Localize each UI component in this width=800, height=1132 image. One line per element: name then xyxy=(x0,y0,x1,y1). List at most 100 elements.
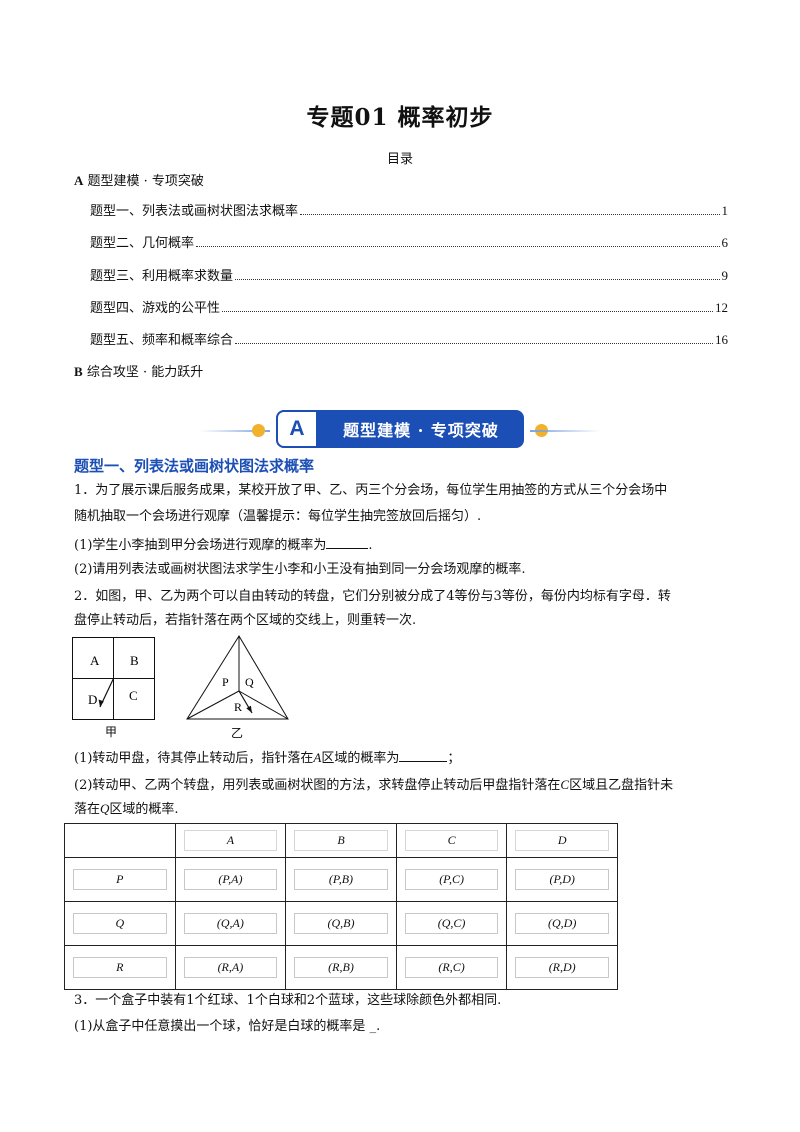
table-cell: (R,A) xyxy=(174,945,287,990)
toc-section-a[interactable]: A 题型建模 · 专项突破 xyxy=(74,170,204,189)
toc-item-label: 题型二、几何概率 xyxy=(90,236,195,251)
toc-item-label: 题型五、频率和概率综合 xyxy=(90,333,234,348)
table-header-cell: A xyxy=(174,823,287,858)
spinner-yi-divider xyxy=(238,690,289,720)
banner-line-left xyxy=(200,430,270,432)
banner-line-right xyxy=(530,430,600,432)
table-row-head: Q xyxy=(64,901,176,946)
spinner-jia-region: C xyxy=(129,688,138,703)
q2-line1: 2．如图，甲、乙为两个可以自由转动的转盘，它们分别被分成了4等份与3等份，每份内… xyxy=(74,589,671,604)
toc-item[interactable]: 题型五、频率和概率综合 16 xyxy=(90,329,728,348)
table-header-text: D xyxy=(515,830,609,851)
toc-item-label: 题型四、游戏的公平性 xyxy=(90,301,221,316)
spinner-jia-region: B xyxy=(130,653,139,668)
table-cell-text: (R,C) xyxy=(404,957,499,978)
toc-heading: 目录 xyxy=(386,152,413,167)
table-row-head-text: R xyxy=(73,957,167,978)
toc-item-page: 12 xyxy=(715,300,728,315)
table-cell-text: (Q,B) xyxy=(294,913,388,934)
table-row: R (R,A) (R,B) (R,C) (R,D) xyxy=(64,945,618,990)
spinner-jia-caption: 甲 xyxy=(105,725,118,739)
toc-leader-dots xyxy=(300,213,720,215)
table-cell-text: (P,A) xyxy=(183,869,278,890)
table-cell-text: (P,B) xyxy=(294,869,388,890)
q2-part2-text: (2)转动甲、乙两个转盘，用列表或画树状图的方法，求转盘停止转动后甲盘指针落在 xyxy=(74,778,561,793)
q3-line1: 3．一个盒子中装有1个红球、1个白球和2个蓝球，这些球除颜色外都相同. xyxy=(74,993,502,1008)
q2-part2-text3: 落在 xyxy=(74,802,101,817)
q3-part1: (1)从盒子中任意摸出一个球，恰好是白球的概率是 _. xyxy=(74,1018,380,1036)
q3-part1-text: (1)从盒子中任意摸出一个球，恰好是白球的概率是 xyxy=(74,1019,366,1034)
answer-blank: _ xyxy=(369,1019,377,1034)
table-row-head: P xyxy=(64,857,176,902)
toc-section-a-text: 题型建模 · 专项突破 xyxy=(87,174,204,189)
spinner-yi-region: P xyxy=(222,675,229,689)
toc-item-page: 9 xyxy=(721,268,729,283)
toc-item[interactable]: 题型三、利用概率求数量 9 xyxy=(90,265,728,284)
q1-part1: (1)学生小李抽到甲分会场进行观摩的概率为. xyxy=(74,536,373,555)
table-cell-text: (Q,C) xyxy=(404,913,499,934)
spinner-yi-region: R xyxy=(234,700,242,714)
table-header-cell: C xyxy=(395,823,508,858)
q2-part1-var: A xyxy=(313,750,322,765)
spinner-yi-caption: 乙 xyxy=(231,726,244,740)
table-cell: (Q,A) xyxy=(174,901,287,946)
q1-part1-text: (1)学生小李抽到甲分会场进行观摩的概率为 xyxy=(74,538,327,553)
toc-item[interactable]: 题型四、游戏的公平性 12 xyxy=(90,297,728,316)
spinner-yi-pointer-head xyxy=(246,705,252,713)
toc-section-b-letter: B xyxy=(74,364,83,379)
table-cell: (Q,C) xyxy=(395,901,508,946)
table-cell-text: (P,D) xyxy=(515,869,609,890)
q1-part2: (2)请用列表法或画树状图法求学生小李和小王没有抽到同一分会场观摩的概率. xyxy=(74,562,526,577)
spinner-yi-region: Q xyxy=(245,675,254,689)
toc-leader-dots xyxy=(235,278,720,280)
table-cell-text: (R,B) xyxy=(294,957,388,978)
table-row-head: R xyxy=(64,945,176,990)
toc-leader-dots xyxy=(196,245,720,247)
q2-part2-text2: 区域且乙盘指针未 xyxy=(569,778,674,793)
q2-part2-text4: 区域的概率. xyxy=(109,802,179,817)
banner-letter: A xyxy=(276,410,318,448)
toc-item-page: 6 xyxy=(721,235,729,250)
spinner-yi-triangle xyxy=(186,635,289,720)
spinner-jia-figure: A B D C xyxy=(72,637,155,720)
table-cell-text: (R,A) xyxy=(183,957,278,978)
table-cell: (R,B) xyxy=(285,945,397,990)
table-cell: (P,B) xyxy=(285,857,397,902)
q1-line1: 1．为了展示课后服务成果，某校开放了甲、乙、丙三个分会场，每位学生用抽签的方式从… xyxy=(74,483,668,498)
table-cell-text: (Q,A) xyxy=(183,913,278,934)
section-title: 题型一、列表法或画树状图法求概率 xyxy=(74,457,315,475)
table-cell: (P,D) xyxy=(506,857,618,902)
toc-section-a-letter: A xyxy=(74,173,84,188)
table-cell: (R,C) xyxy=(395,945,508,990)
spinner-yi-figure: P Q R xyxy=(186,635,289,720)
toc-item[interactable]: 题型二、几何概率 6 xyxy=(90,232,728,251)
q3-part1-end: . xyxy=(376,1019,381,1034)
q1-part1-end: . xyxy=(368,538,373,553)
spinner-jia-region: A xyxy=(90,653,100,668)
q1-line2: 随机抽取一个会场进行观摩（温馨提示：每位学生抽完签放回后摇匀）. xyxy=(74,509,482,524)
table-header-row: A B C D xyxy=(64,823,618,858)
table-header-text: A xyxy=(183,830,278,851)
table-cell: (R,D) xyxy=(506,945,618,990)
toc-section-b[interactable]: B 综合攻坚 · 能力跃升 xyxy=(74,361,203,380)
table-row-head-text: P xyxy=(73,869,167,890)
table-cell-text: (P,C) xyxy=(404,869,499,890)
q2-part1-text2: 区域的概率为 xyxy=(321,751,400,766)
toc-section-b-text: 综合攻坚 · 能力跃升 xyxy=(86,365,204,380)
toc-item-page: 16 xyxy=(715,332,728,347)
table-header-cell: D xyxy=(506,823,618,858)
q2-part2-var2: Q xyxy=(100,801,110,816)
q2-part1-text: (1)转动甲盘，待其停止转动后，指针落在 xyxy=(74,751,314,766)
table-row: P (P,A) (P,B) (P,C) (P,D) xyxy=(64,857,618,902)
spinner-yi-divider xyxy=(186,690,240,720)
table-cell: (Q,B) xyxy=(285,901,397,946)
banner-text: 题型建模 · 专项突破 xyxy=(343,421,499,440)
table-header-cell xyxy=(64,823,176,858)
answer-blank xyxy=(326,536,369,549)
banner-box: A 题型建模 · 专项突破 xyxy=(276,410,524,448)
spinner-jia-pointer-head xyxy=(98,699,104,707)
table-header-text: B xyxy=(294,830,388,851)
table-header-text: C xyxy=(404,830,499,851)
toc-leader-dots xyxy=(222,310,713,312)
toc-item[interactable]: 题型一、列表法或画树状图法求概率 1 xyxy=(90,200,728,219)
